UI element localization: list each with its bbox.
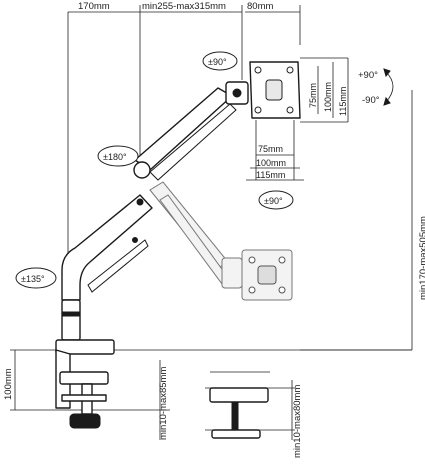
rot-base: ±135° [21,274,45,284]
dim-extension: min255-max315mm [142,1,226,12]
tilt-arrow-icon [383,68,394,106]
rot-top-pivot: ±90° [208,57,227,67]
dim-clamp-range: min10-max85mm [158,367,169,440]
dim-vesa-75-width: 75mm [258,144,283,154]
rotation-badge-base: ±135° [15,267,57,289]
rot-tilt-up: +90° [358,70,378,81]
rot-tilt-down: -90° [362,95,380,106]
rotation-badge-elbow: ±180° [97,145,139,167]
lowered-arm-ghost [149,181,293,301]
dim-vesa-75-height: 75mm [308,83,318,108]
dim-height-range: min170-max505mm [418,216,425,300]
dim-vesa-100-height: 100mm [323,82,333,112]
dim-base-height: 100mm [3,368,14,400]
lower-arm [61,194,153,341]
dim-vesa-top-width: 80mm [247,1,273,12]
top-dimension-lines [67,5,301,300]
dim-grommet-range: min10-max80mm [292,385,303,458]
rot-elbow: ±180° [103,152,127,162]
dim-vesa-115-height: 115mm [338,87,348,116]
vesa-dimension-lines [246,57,349,181]
dim-arm-offset: 170mm [78,1,110,12]
desk-clamp [55,339,115,429]
raised-arm [133,81,249,181]
rot-vesa: ±90° [264,196,283,206]
dim-vesa-100-width: 100mm [256,158,286,168]
grommet-mount [205,371,295,440]
rotation-badge-vesa: ±90° [258,190,294,210]
dim-vesa-115-width: 115mm [256,170,285,180]
rotation-badge-top-pivot: ±90° [202,51,238,71]
vesa-plate [249,61,301,119]
